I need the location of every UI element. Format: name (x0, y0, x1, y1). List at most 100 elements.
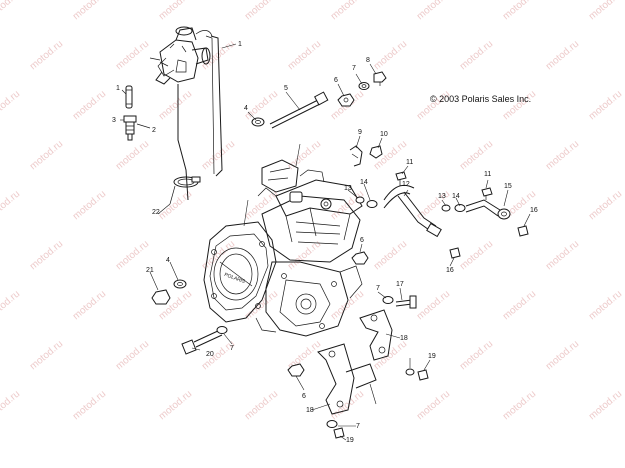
watermark-text: motod.ru (372, 39, 409, 73)
nut-6-top (337, 93, 355, 107)
callout-10: 10 (380, 131, 388, 138)
callout-19-bottom: 19 (346, 437, 354, 444)
callout-18-upper: 18 (400, 335, 408, 342)
hose-clamp (169, 176, 201, 205)
washer-13-right (441, 204, 451, 212)
fitting-16-right (517, 225, 529, 237)
callout-7-top: 7 (352, 65, 356, 72)
callout-4-left: 4 (166, 257, 170, 264)
watermark-text: motod.ru (157, 189, 194, 223)
watermark-text: motod.ru (329, 289, 366, 323)
callout-8: 8 (366, 57, 370, 64)
watermark-text: motod.ru (544, 239, 581, 273)
callout-17: 17 (396, 281, 404, 288)
carburetor (149, 26, 223, 177)
callout-13-right: 13 (438, 193, 446, 200)
bolt-19-lower-right (417, 369, 429, 381)
washer-7-mid (382, 296, 394, 304)
callout-22: 22 (152, 209, 160, 216)
watermark-text: motod.ru (286, 139, 323, 173)
watermark-text: motod.ru (157, 89, 194, 123)
watermark-text: motod.ru (243, 0, 280, 22)
watermark-text: motod.ru (329, 0, 366, 22)
callout-4-top: 4 (244, 105, 248, 112)
washer-7-lower-right (405, 368, 415, 376)
callout-7-mid: 7 (376, 285, 380, 292)
watermark-text: motod.ru (587, 389, 624, 423)
watermark-text: motod.ru (0, 289, 22, 323)
callout-labels: 1 1 2 3 4 4 5 6 6 6 7 7 7 7 8 9 10 11 11… (112, 41, 538, 444)
callout-5: 5 (284, 85, 288, 92)
watermark-text: motod.ru (114, 139, 151, 173)
watermark-text: motod.ru (286, 239, 323, 273)
watermark-text: motod.ru (243, 289, 280, 323)
watermark-text: motod.ru (587, 189, 624, 223)
callout-12: 12 (402, 181, 410, 188)
nut-6-lower (287, 363, 305, 377)
callout-6-mid: 6 (360, 237, 364, 244)
watermark-text: motod.ru (458, 239, 495, 273)
watermark-text: motod.ru (501, 0, 538, 22)
callout-9: 9 (358, 129, 362, 136)
watermark-text: motod.ru (71, 0, 108, 22)
callout-11-right: 11 (484, 171, 491, 178)
washer-14-mid (366, 200, 378, 208)
watermark-text: motod.ru (243, 89, 280, 123)
bolt-11-left (395, 171, 407, 186)
watermark-text: motod.ru (71, 289, 108, 323)
watermark-text: motod.ru (501, 389, 538, 423)
watermark-text: motod.ru (28, 139, 65, 173)
callout-11-left: 11 (406, 159, 413, 166)
part-plunger (125, 85, 133, 109)
watermark-text: motod.ru (71, 89, 108, 123)
clip-9 (349, 145, 363, 167)
copyright-text: © 2003 Polaris Sales Inc. (430, 94, 531, 104)
watermark-text: motod.ru (587, 289, 624, 323)
watermark-text: motod.ru (157, 389, 194, 423)
watermark-text: motod.ru (0, 389, 22, 423)
callout-14-right: 14 (452, 193, 460, 200)
watermark-text: motod.ru (0, 189, 22, 223)
mount-bracket-18-lower (317, 343, 377, 415)
mount-bracket-18-upper (359, 309, 393, 361)
callout-16-right: 16 (530, 207, 538, 214)
watermark-text: motod.ru (458, 139, 495, 173)
callout-2: 2 (152, 127, 156, 134)
fitting-16-low (449, 247, 461, 259)
watermark-text: motod.ru (501, 289, 538, 323)
callout-7-bottom: 7 (356, 423, 360, 430)
callout-13-mid: 13 (344, 185, 352, 192)
bolt-17 (395, 295, 417, 309)
nut-6-mid (351, 251, 369, 265)
watermark-text: motod.ru (286, 39, 323, 73)
callout-15: 15 (504, 183, 512, 190)
watermark-text: motod.ru (544, 339, 581, 373)
watermark-text: motod.ru (544, 39, 581, 73)
nut-21 (151, 289, 171, 305)
callout-16-low: 16 (446, 267, 454, 274)
watermark-text: motod.ru (28, 339, 65, 373)
watermark-text: motod.ru (329, 189, 366, 223)
watermark-text: motod.ru (458, 39, 495, 73)
callout-3: 3 (112, 117, 116, 124)
long-bolt (269, 91, 329, 129)
watermark-text: motod.ru (243, 389, 280, 423)
watermark-text: motod.ru (415, 0, 452, 22)
callout-20: 20 (206, 351, 214, 358)
callout-19-right: 19 (428, 353, 436, 360)
engine-brand-text: POLARIS (223, 272, 246, 285)
watermark-text: motod.ru (28, 239, 65, 273)
bolt-20 (181, 329, 223, 355)
oil-line-12 (383, 184, 442, 238)
washer-7-left (216, 326, 228, 334)
watermark-text: motod.ru (415, 389, 452, 423)
watermark-text: motod.ru (587, 0, 624, 22)
spark-plug (123, 115, 151, 141)
watermark-text: motod.ru (71, 189, 108, 223)
callout-6-top: 6 (334, 77, 338, 84)
watermark-text: motod.ru (329, 389, 366, 423)
watermark-text: motod.ru (200, 139, 237, 173)
watermark-text: motod.ru (243, 189, 280, 223)
watermark-text: motod.ru (157, 0, 194, 22)
